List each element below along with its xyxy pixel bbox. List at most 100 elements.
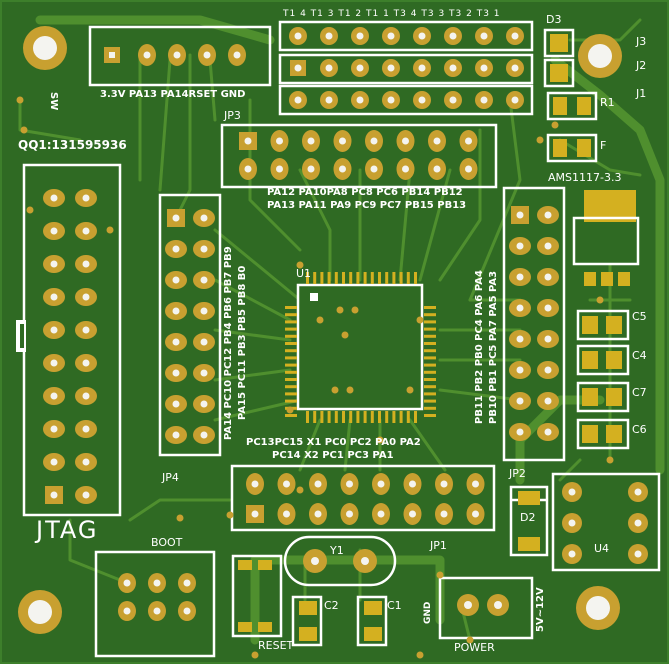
label-j2: J2 bbox=[636, 59, 647, 72]
pad-jp1-hole bbox=[346, 480, 353, 488]
pad-jtag-hole bbox=[82, 194, 90, 202]
label-qq: QQ1:131595936 bbox=[18, 138, 127, 152]
pad-u4-hole bbox=[634, 488, 642, 496]
u1-pin bbox=[414, 411, 417, 423]
label-j3: J3 bbox=[636, 35, 647, 48]
via bbox=[436, 571, 444, 579]
u1-pin bbox=[424, 363, 436, 367]
label-jp1-top: PC13PC15 X1 PC0 PC2 PA0 PA2 bbox=[246, 437, 421, 448]
u1-pin bbox=[424, 349, 436, 353]
pad-jtag-hole bbox=[82, 293, 90, 301]
header-boot bbox=[94, 550, 216, 658]
via bbox=[376, 436, 384, 444]
pad-jtag-hole bbox=[50, 227, 58, 235]
caps-c1-c2 bbox=[291, 595, 388, 647]
u1-pin bbox=[424, 334, 436, 338]
label-jp3-row1: PA12 PA10PA8 PC8 PC6 PB14 PB12 bbox=[267, 187, 463, 198]
u1-pin bbox=[313, 272, 317, 284]
pad-u4-hole bbox=[568, 488, 576, 496]
via bbox=[20, 126, 28, 134]
pad-jp3-hole bbox=[433, 165, 441, 173]
label-jtag: JTAG bbox=[36, 516, 99, 544]
pad-boot-hole bbox=[123, 607, 131, 615]
pad-boot-hole bbox=[153, 579, 161, 587]
u1-pin bbox=[424, 306, 436, 309]
pad-jtag-hole bbox=[50, 326, 58, 334]
label-jp4: JP4 bbox=[162, 471, 179, 484]
u1-pin bbox=[285, 370, 297, 374]
u1-pin bbox=[392, 272, 396, 284]
pad-jp2-hole bbox=[516, 242, 524, 250]
caps-right bbox=[576, 309, 630, 450]
u1-pin bbox=[285, 327, 297, 331]
pad-jp1-hole bbox=[283, 480, 290, 488]
label-jp2-col1: PB11 PB2 PB0 PC4 PA6 PA4 bbox=[474, 270, 485, 424]
u1-pin bbox=[414, 272, 417, 284]
label-sw: SW bbox=[48, 92, 59, 111]
pad-jtag-hole bbox=[82, 392, 90, 400]
pad-timer-hole bbox=[294, 64, 302, 72]
power-connector bbox=[438, 576, 534, 640]
pad-boot-hole bbox=[183, 579, 191, 587]
label-jp2-col2: PB10 PB1 PC5 PA7 PA5 PA3 bbox=[488, 270, 499, 424]
chip-u1 bbox=[296, 283, 424, 411]
pad-timer-hole bbox=[356, 64, 364, 72]
label-ams1117: AMS1117-3.3 bbox=[548, 171, 622, 184]
header-jtag bbox=[16, 163, 122, 517]
pad-jp1-hole bbox=[314, 510, 322, 518]
pad-jtag-hole bbox=[50, 194, 58, 202]
label-d2: D2 bbox=[520, 511, 536, 524]
u1-pin bbox=[424, 370, 436, 374]
u1-pin bbox=[424, 356, 436, 360]
u1-pin bbox=[424, 399, 436, 403]
u1-pin bbox=[363, 272, 367, 284]
u1-pin bbox=[285, 306, 297, 309]
header-jp1 bbox=[230, 464, 496, 532]
pad-jp1-hole bbox=[377, 480, 385, 488]
pad-timer-hole bbox=[387, 96, 395, 104]
crystal-y1 bbox=[283, 535, 397, 587]
u1-pin bbox=[285, 378, 297, 381]
pad-jp3-hole bbox=[307, 137, 315, 145]
pad-jp4-hole bbox=[172, 307, 180, 315]
pad-boot-hole bbox=[183, 607, 191, 615]
u1-pin bbox=[320, 272, 324, 284]
pad-timer-hole bbox=[418, 32, 426, 40]
u1-pin bbox=[285, 399, 297, 403]
pad-timer-hole bbox=[480, 32, 488, 40]
pad-jp3-hole bbox=[402, 165, 409, 173]
pad-boot-hole bbox=[153, 607, 161, 615]
mounting-holes bbox=[18, 26, 622, 634]
pad-timer-hole bbox=[418, 96, 426, 104]
via bbox=[406, 386, 414, 394]
pad-timer-hole bbox=[387, 32, 395, 40]
pad-u4-hole bbox=[634, 550, 642, 558]
u1-pin bbox=[320, 411, 324, 423]
pad-timer-hole bbox=[480, 96, 488, 104]
u1-pin bbox=[327, 272, 331, 284]
via bbox=[106, 226, 114, 234]
pad-timer-hole bbox=[325, 32, 333, 40]
u1-pin bbox=[385, 272, 389, 284]
u1-pin bbox=[370, 272, 374, 284]
u1-pin bbox=[306, 272, 309, 284]
via bbox=[346, 386, 354, 394]
u1-pin bbox=[424, 327, 436, 331]
pad-timer-hole bbox=[356, 96, 364, 104]
header-jp2 bbox=[502, 186, 566, 462]
u1-pin bbox=[285, 392, 297, 396]
label-r1: R1 bbox=[600, 96, 615, 109]
label-c5: C5 bbox=[632, 310, 647, 323]
u1-pin bbox=[285, 342, 297, 345]
via bbox=[176, 514, 184, 522]
u1-pin bbox=[285, 313, 297, 317]
pad-timer-hole bbox=[356, 32, 364, 40]
pad-timer-hole bbox=[325, 96, 333, 104]
pad-jtag-hole bbox=[50, 392, 58, 400]
pad-jtag-hole bbox=[82, 458, 90, 466]
pad-jp2-hole bbox=[516, 335, 524, 343]
reset-switch bbox=[231, 554, 283, 638]
pad-jp1-hole bbox=[346, 510, 353, 518]
pad-jp4-hole bbox=[172, 431, 180, 439]
label-jp3: JP3 bbox=[224, 109, 241, 122]
